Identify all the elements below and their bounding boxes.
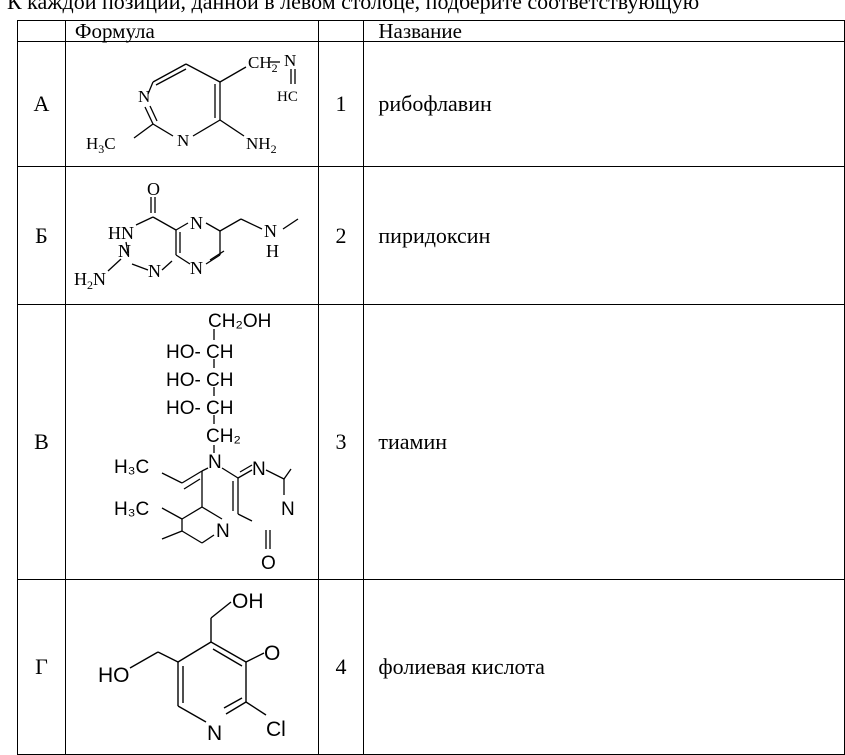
- formula-b-nh-h: H: [266, 241, 279, 261]
- row-letter: Г: [17, 579, 66, 755]
- formula-c-ch2b: CH₂: [206, 426, 241, 447]
- formula-b-nh-n: N: [264, 221, 277, 241]
- formula-c-n-a: N: [208, 452, 222, 473]
- formula-d-ho: HO: [98, 664, 130, 687]
- formula-c-ch1: CH: [206, 342, 233, 363]
- row-name: пиридоксин: [363, 166, 845, 305]
- row-letter: В: [17, 304, 66, 580]
- formula-b-structure: O HN N N N N N H H2N: [74, 179, 299, 292]
- row-name: фолиевая кислота: [363, 579, 845, 755]
- formula-a-n-ring: N: [138, 87, 150, 106]
- row-number: 1: [317, 41, 365, 167]
- formula-b-h2n-h: H: [74, 269, 87, 289]
- formula-b-n1: N: [190, 213, 203, 233]
- row-letter: А: [17, 41, 66, 167]
- formula-a-hc: HC: [277, 89, 298, 105]
- formula-a-structure: CH2 N HC N H3C N NH2: [86, 51, 298, 156]
- table-header-row: Формула Название: [17, 20, 845, 42]
- formula-cell: O HN N N N N N H H2N: [64, 166, 319, 305]
- header-number: [317, 20, 365, 42]
- formula-c-ch2: CH: [206, 370, 233, 391]
- formula-b-h2n-sub: 2: [87, 278, 93, 292]
- table-row: В: [17, 304, 845, 580]
- formula-d-o: O: [264, 642, 280, 665]
- formula-c-ho3: HO-: [166, 398, 201, 419]
- formula-c-ho2: HO-: [166, 370, 201, 391]
- formula-c-structure: CH₂OH HO- CH HO- CH HO- CH CH₂ H₃C H₃C N…: [114, 311, 295, 574]
- row-number: 2: [317, 166, 365, 305]
- formula-b-o: O: [147, 179, 160, 199]
- formula-b-n2: N: [190, 258, 203, 278]
- formula-b-n3: N: [148, 261, 161, 281]
- intro-text: К каждой позиции, данной в левом столбце…: [7, 0, 700, 14]
- formula-c-ch3: CH: [206, 398, 233, 419]
- formula-c-n-b: N: [252, 459, 266, 480]
- formula-c-ch2oh: CH₂OH: [208, 311, 271, 332]
- formula-a-h3c-c: C: [104, 134, 115, 153]
- formula-a-n-top: N: [284, 51, 296, 70]
- svg-text:CH2: CH2: [248, 53, 278, 75]
- formula-c-n-c: N: [281, 499, 295, 520]
- row-name: тиамин: [363, 304, 845, 580]
- formula-d-oh: OH: [232, 590, 264, 613]
- formula-d-cl: Cl: [266, 718, 286, 741]
- formula-d-structure: OH HO O N Cl: [98, 590, 286, 745]
- formula-cell: OH HO O N Cl: [64, 579, 319, 755]
- formula-d-n: N: [207, 722, 222, 745]
- formula-c-h3c2: H₃C: [114, 499, 149, 520]
- formula-a-ch2: CH: [248, 53, 272, 72]
- svg-text:H3C: H3C: [86, 134, 116, 156]
- row-letter: Б: [17, 166, 66, 305]
- header-name: Название: [363, 20, 845, 42]
- formula-a-h3c-sub: 3: [98, 142, 104, 156]
- formula-c-n-d: N: [216, 521, 230, 542]
- header-formula: Формула: [64, 20, 319, 42]
- table-row: А: [17, 41, 845, 167]
- formula-b-n4: N: [118, 241, 131, 261]
- row-name: рибофлавин: [363, 41, 845, 167]
- row-number: 4: [317, 579, 365, 755]
- svg-text:H2N: H2N: [74, 269, 106, 292]
- row-number: 3: [317, 304, 365, 580]
- formula-b-hn: HN: [108, 223, 134, 243]
- formula-a-ch2-sub: 2: [272, 61, 278, 75]
- formula-a-nh2: NH: [246, 134, 271, 153]
- formula-cell: CH2 N HC N H3C N NH2: [64, 41, 319, 167]
- table-row: Б: [17, 166, 845, 305]
- formula-a-n-bottom: N: [177, 131, 189, 150]
- table-row: Г: [17, 579, 845, 755]
- matching-table: Формула Название А: [17, 20, 845, 755]
- formula-a-h3c-h: H: [86, 134, 98, 153]
- formula-c-o: O: [261, 553, 276, 574]
- header-letter: [17, 20, 66, 42]
- formula-a-nh2-sub: 2: [270, 142, 276, 156]
- formula-b-h2n-n: N: [93, 269, 106, 289]
- formula-cell: CH₂OH HO- CH HO- CH HO- CH CH₂ H₃C H₃C N…: [64, 304, 319, 580]
- formula-c-ho1: HO-: [166, 342, 201, 363]
- svg-text:NH2: NH2: [246, 134, 277, 156]
- formula-c-h3c1: H₃C: [114, 457, 149, 478]
